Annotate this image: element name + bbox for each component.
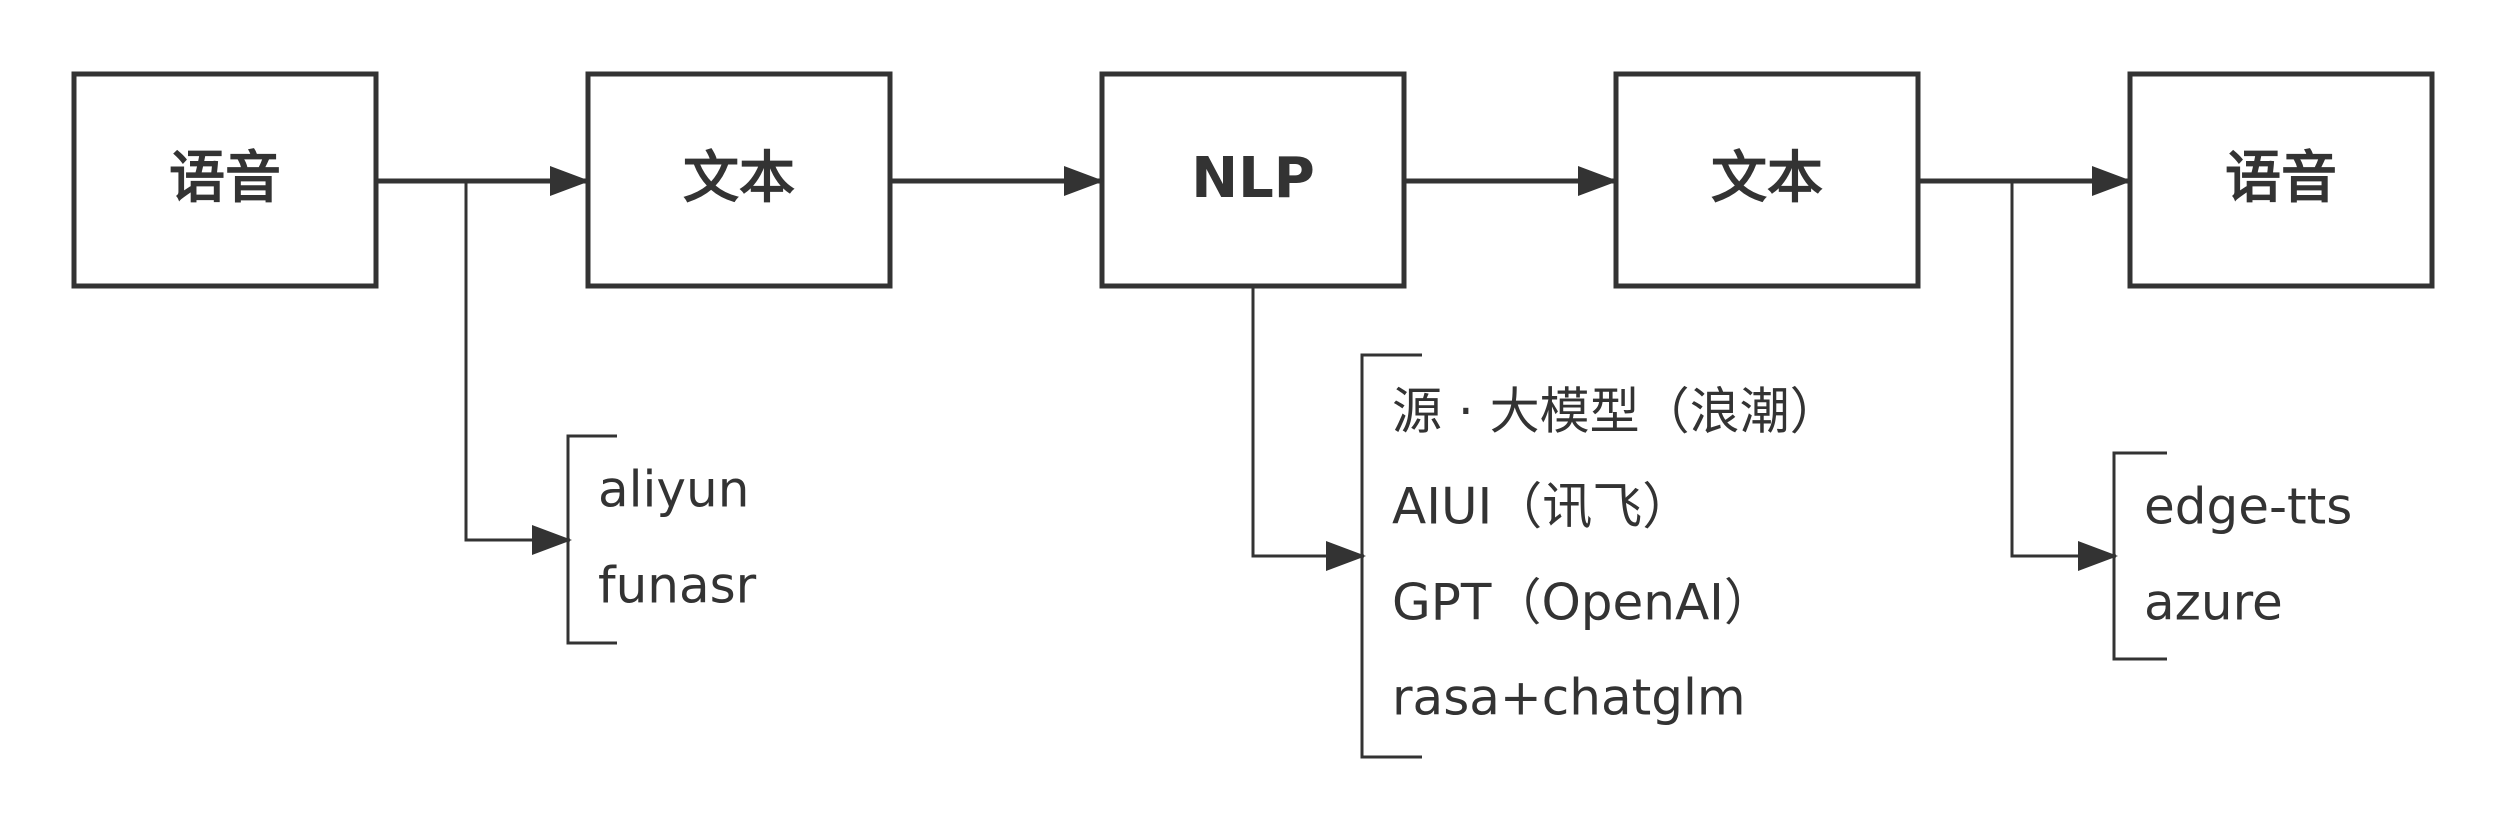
connector-tts [2010, 181, 2118, 571]
node-speech-input-label: 语音 [169, 146, 281, 211]
annotation-asr: aliyun funasr [464, 181, 757, 645]
list-item: AIUI（讯飞） [1392, 478, 1692, 536]
node-nlp-label: NLP [1191, 146, 1315, 211]
connector-asr [464, 181, 572, 555]
connector-nlp [1251, 286, 1366, 571]
node-speech-output: 语音 [2127, 71, 2435, 289]
annotation-nlp: 源 · 大模型（浪潮） AIUI（讯飞） GPT（OpenAI） rasa+ch… [1251, 286, 1840, 759]
node-speech-input: 语音 [71, 71, 379, 289]
node-speech-output-label: 语音 [2225, 146, 2337, 211]
list-item: edge-tts [2144, 478, 2352, 536]
annotation-tts: edge-tts azure [2010, 181, 2352, 661]
bracket-asr [566, 434, 617, 645]
node-nlp: NLP [1099, 71, 1407, 289]
node-text-2-label: 文本 [1711, 146, 1823, 211]
list-item: GPT（OpenAI） [1392, 574, 1774, 632]
node-text-1: 文本 [585, 71, 893, 289]
bracket-nlp [1360, 353, 1422, 759]
list-item: rasa+chatglm [1392, 669, 1746, 727]
list-item: funasr [598, 557, 757, 615]
list-item: azure [2144, 574, 2283, 632]
node-text-1-label: 文本 [683, 146, 795, 211]
node-text-2: 文本 [1613, 71, 1921, 289]
list-item: aliyun [598, 461, 749, 519]
bracket-tts [2112, 451, 2167, 661]
list-item: 源 · 大模型（浪潮） [1392, 383, 1840, 441]
